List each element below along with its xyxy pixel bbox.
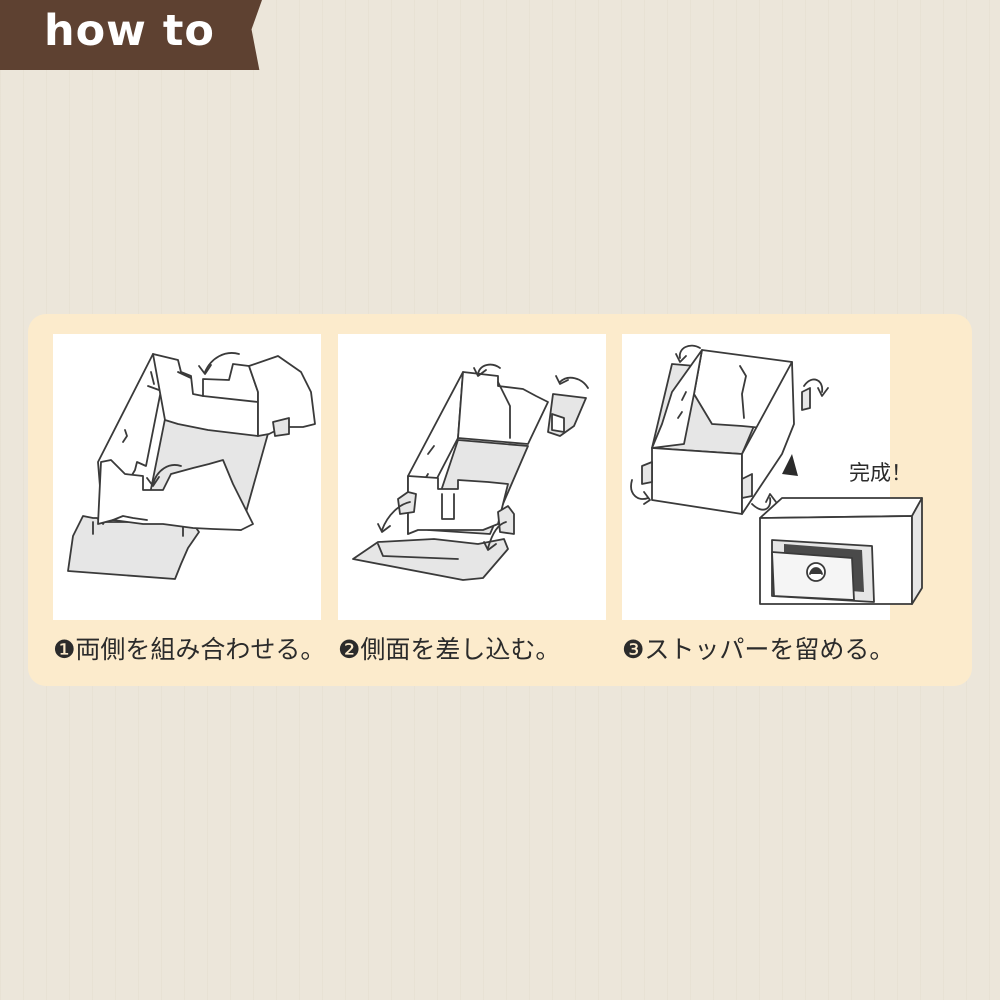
complete-label: 完成！ [849,461,912,485]
step-1-illustration [53,334,321,620]
how-to-label [0,0,262,70]
step-2-caption: ❷側面を差し込む。 [338,635,561,664]
step-3-illustration [622,334,923,620]
step-3-caption: ❸ストッパーを留める。 [622,635,895,664]
how-to-title: how to [44,6,215,56]
step-1-caption: ❶両側を組み合わせる。 [53,635,326,664]
step-2-illustration [338,334,606,620]
